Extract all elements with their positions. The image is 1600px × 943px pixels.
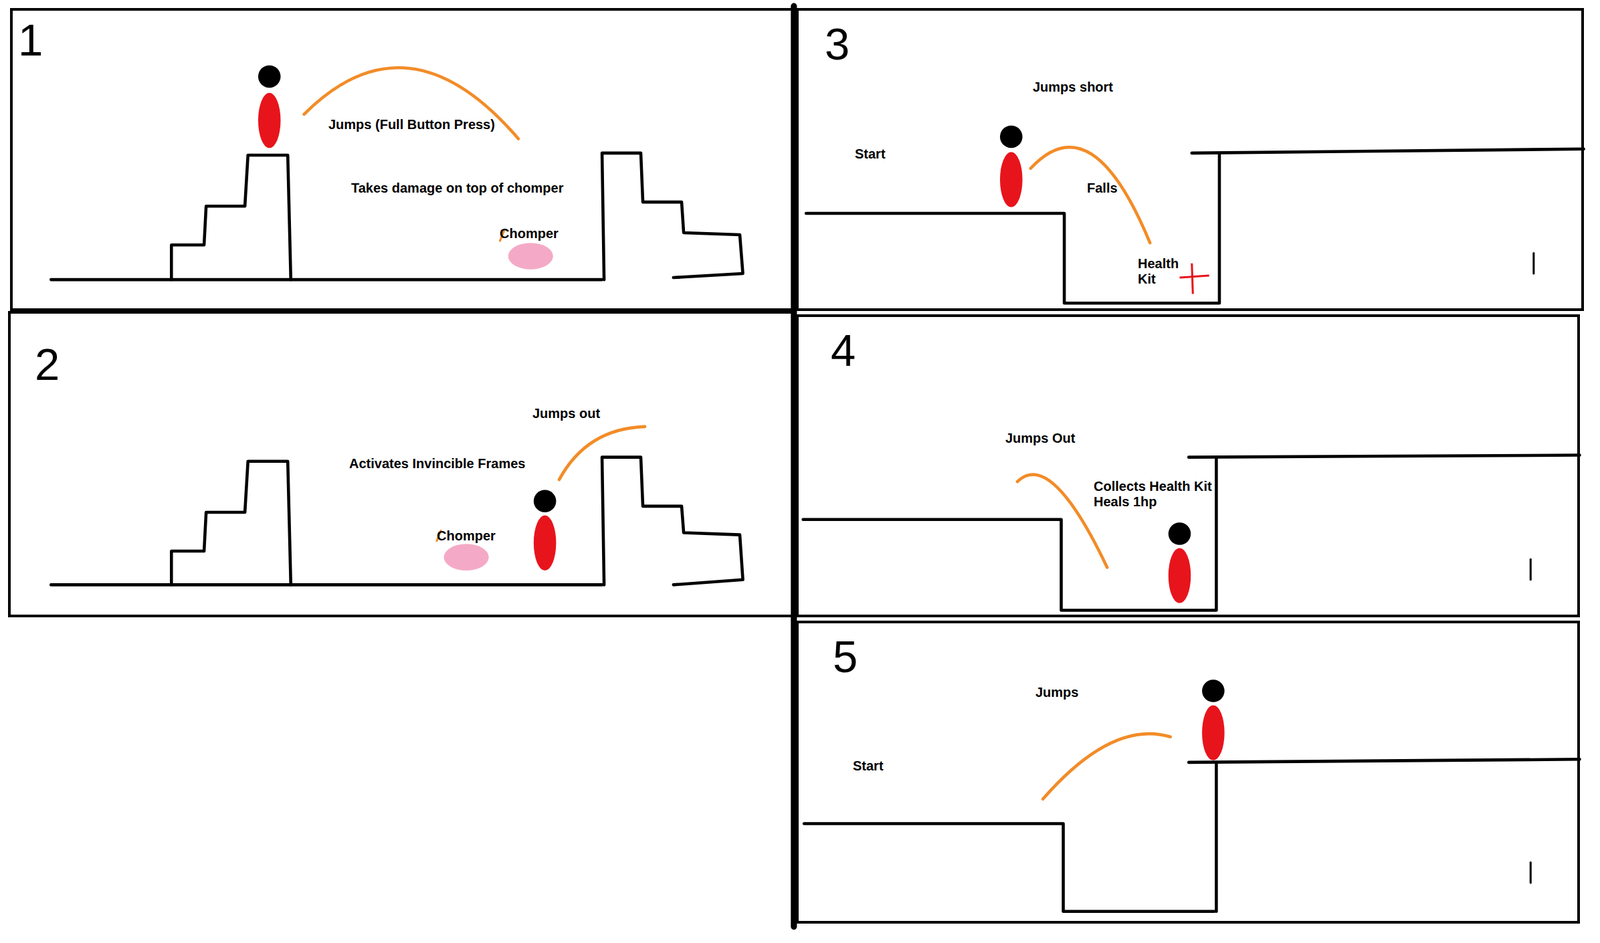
panel-number: 2 xyxy=(34,338,60,390)
panel-number: 3 xyxy=(824,18,850,70)
story-panel: 1Jumps (Full Button Press) Takes damage o… xyxy=(10,8,794,312)
panel-number: 5 xyxy=(832,630,858,683)
panel-number: 4 xyxy=(830,324,856,376)
annotation: Activates Invincible Frames xyxy=(349,456,526,472)
story-panel: 5JumpsStart xyxy=(795,620,1580,924)
annotation: Jumps xyxy=(1035,684,1079,701)
annotation: Start xyxy=(854,146,886,162)
annotation: Jumps short xyxy=(1032,79,1114,95)
panel-number: 1 xyxy=(18,14,43,66)
annotation: Chomper xyxy=(499,226,559,242)
annotation: Falls xyxy=(1086,180,1118,196)
annotation: Jumps out xyxy=(532,406,600,422)
annotation: Jumps Out xyxy=(1005,430,1075,447)
annotation: Takes damage on top of chomper xyxy=(351,180,564,196)
story-panel: 4Jumps OutCollects Health Kit Heals 1hp xyxy=(795,314,1580,618)
annotation: Jumps (Full Button Press) xyxy=(328,117,495,133)
annotation: Collects Health Kit Heals 1hp xyxy=(1093,478,1227,510)
annotation: Chomper xyxy=(436,528,496,544)
story-panel: 2Jumps outActivates Invincible FramesCho… xyxy=(8,311,794,618)
annotation: Health Kit xyxy=(1137,256,1185,287)
story-panel: 3Jumps shortStartFallsHealth Kit xyxy=(795,8,1584,312)
annotation: Start xyxy=(852,758,884,774)
